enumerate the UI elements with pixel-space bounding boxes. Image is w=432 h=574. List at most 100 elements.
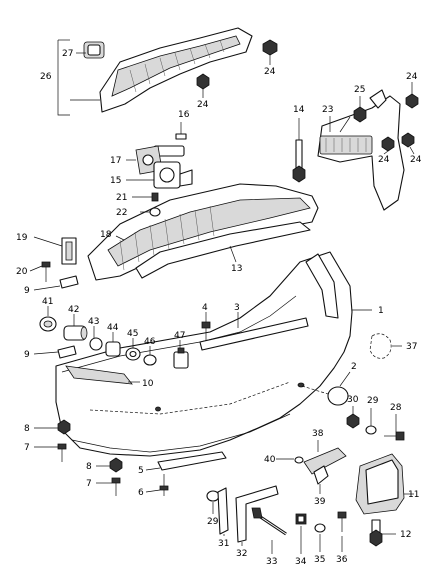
callout-9a: 9 — [24, 286, 30, 296]
screw-36 — [337, 511, 347, 532]
nut-24-d — [401, 132, 415, 148]
grommet-41 — [39, 316, 57, 332]
callout-30: 30 — [347, 395, 359, 405]
callout-28: 28 — [390, 403, 402, 413]
screw-7-left — [57, 443, 67, 462]
callout-7b: 7 — [86, 479, 92, 489]
washer-35 — [314, 523, 326, 533]
nut-30 — [346, 413, 360, 429]
callout-20: 20 — [16, 267, 28, 277]
callout-35: 35 — [314, 555, 325, 565]
washer-29-left — [206, 490, 220, 502]
plug-42 — [63, 325, 88, 341]
callout-1: 1 — [378, 306, 384, 316]
bumper-cover-1 — [55, 251, 353, 457]
callout-24c: 24 — [406, 72, 418, 82]
callout-4: 4 — [202, 303, 208, 313]
nut-8-left — [57, 419, 71, 435]
screw-28 — [384, 414, 405, 441]
callout-24a: 24 — [264, 67, 276, 77]
nut-8-bottom — [109, 457, 123, 473]
washer-29-right — [365, 425, 377, 435]
screw-7-bottom — [111, 477, 121, 496]
clip-37 — [369, 333, 392, 359]
screw-20 — [41, 261, 51, 282]
callout-36: 36 — [336, 555, 348, 565]
cover-38 — [303, 447, 347, 475]
callout-5: 5 — [138, 466, 144, 476]
callout-11: 11 — [408, 490, 419, 500]
callout-41: 41 — [42, 297, 53, 307]
callout-43: 43 — [88, 317, 99, 327]
clip-9-lower — [57, 345, 77, 359]
callout-27: 27 — [62, 49, 73, 59]
callout-37: 37 — [406, 342, 417, 352]
callout-33: 33 — [266, 557, 277, 567]
callout-18: 18 — [100, 230, 112, 240]
screw-4 — [201, 312, 211, 340]
callout-23: 23 — [322, 105, 333, 115]
stud-6 — [159, 474, 169, 496]
bolt-14 — [292, 118, 306, 183]
clip-9-upper — [59, 275, 79, 289]
bracket-31 — [217, 487, 229, 535]
callout-7a: 7 — [24, 443, 30, 453]
callout-13: 13 — [231, 264, 242, 274]
nut-24-a — [262, 39, 278, 65]
callout-14: 14 — [293, 105, 305, 115]
nut-24-e — [381, 136, 395, 152]
callout-12: 12 — [400, 530, 411, 540]
callout-45: 45 — [127, 329, 138, 339]
tow-eye-cover-11 — [355, 453, 405, 515]
callout-16: 16 — [178, 110, 190, 120]
washer-45 — [125, 347, 141, 361]
callout-15: 15 — [110, 176, 121, 186]
callout-29a: 29 — [367, 396, 379, 406]
callout-17: 17 — [110, 156, 121, 166]
callout-42: 42 — [68, 305, 79, 315]
reflector-10 — [65, 365, 133, 385]
callout-labels: 1 2 3 4 5 6 7 7 8 8 9 9 10 11 12 13 14 1… — [16, 49, 422, 567]
callout-44: 44 — [107, 323, 119, 333]
callout-39: 39 — [314, 497, 326, 507]
callout-8a: 8 — [24, 424, 30, 434]
clip-19 — [61, 237, 77, 265]
callout-24e: 24 — [378, 155, 390, 165]
callout-46: 46 — [144, 337, 156, 347]
trim-strip-3 — [199, 317, 309, 351]
ring-43 — [89, 337, 103, 351]
callout-8b: 8 — [86, 462, 92, 472]
bolt-33 — [251, 507, 287, 536]
callout-47: 47 — [174, 331, 185, 341]
cap-2 — [327, 386, 349, 406]
callout-24d: 24 — [410, 155, 422, 165]
callout-29b: 29 — [207, 517, 219, 527]
screw-21 — [132, 192, 159, 202]
callout-6: 6 — [138, 488, 144, 498]
callout-40: 40 — [264, 455, 276, 465]
bracket-5 — [157, 451, 227, 471]
callout-22: 22 — [116, 208, 127, 218]
connector-47 — [173, 347, 189, 369]
spacer-44 — [105, 341, 121, 357]
callout-2: 2 — [351, 362, 357, 372]
callout-38: 38 — [312, 429, 324, 439]
side-bracket-assembly — [317, 89, 405, 211]
nut-24-c — [405, 93, 419, 109]
callout-24b: 24 — [197, 100, 209, 110]
callout-26: 26 — [40, 72, 52, 82]
callout-21: 21 — [116, 193, 127, 203]
washer-46 — [143, 354, 157, 366]
bracket-15-17 — [135, 122, 193, 189]
screw-12 — [369, 519, 396, 547]
callout-9b: 9 — [24, 350, 30, 360]
callout-32: 32 — [236, 549, 247, 559]
mounting-rail-assembly — [83, 27, 253, 113]
callout-3: 3 — [234, 303, 240, 313]
bracket-32 — [235, 485, 279, 543]
callout-34: 34 — [295, 557, 307, 567]
callout-25: 25 — [354, 85, 365, 95]
nut-34 — [295, 513, 307, 525]
